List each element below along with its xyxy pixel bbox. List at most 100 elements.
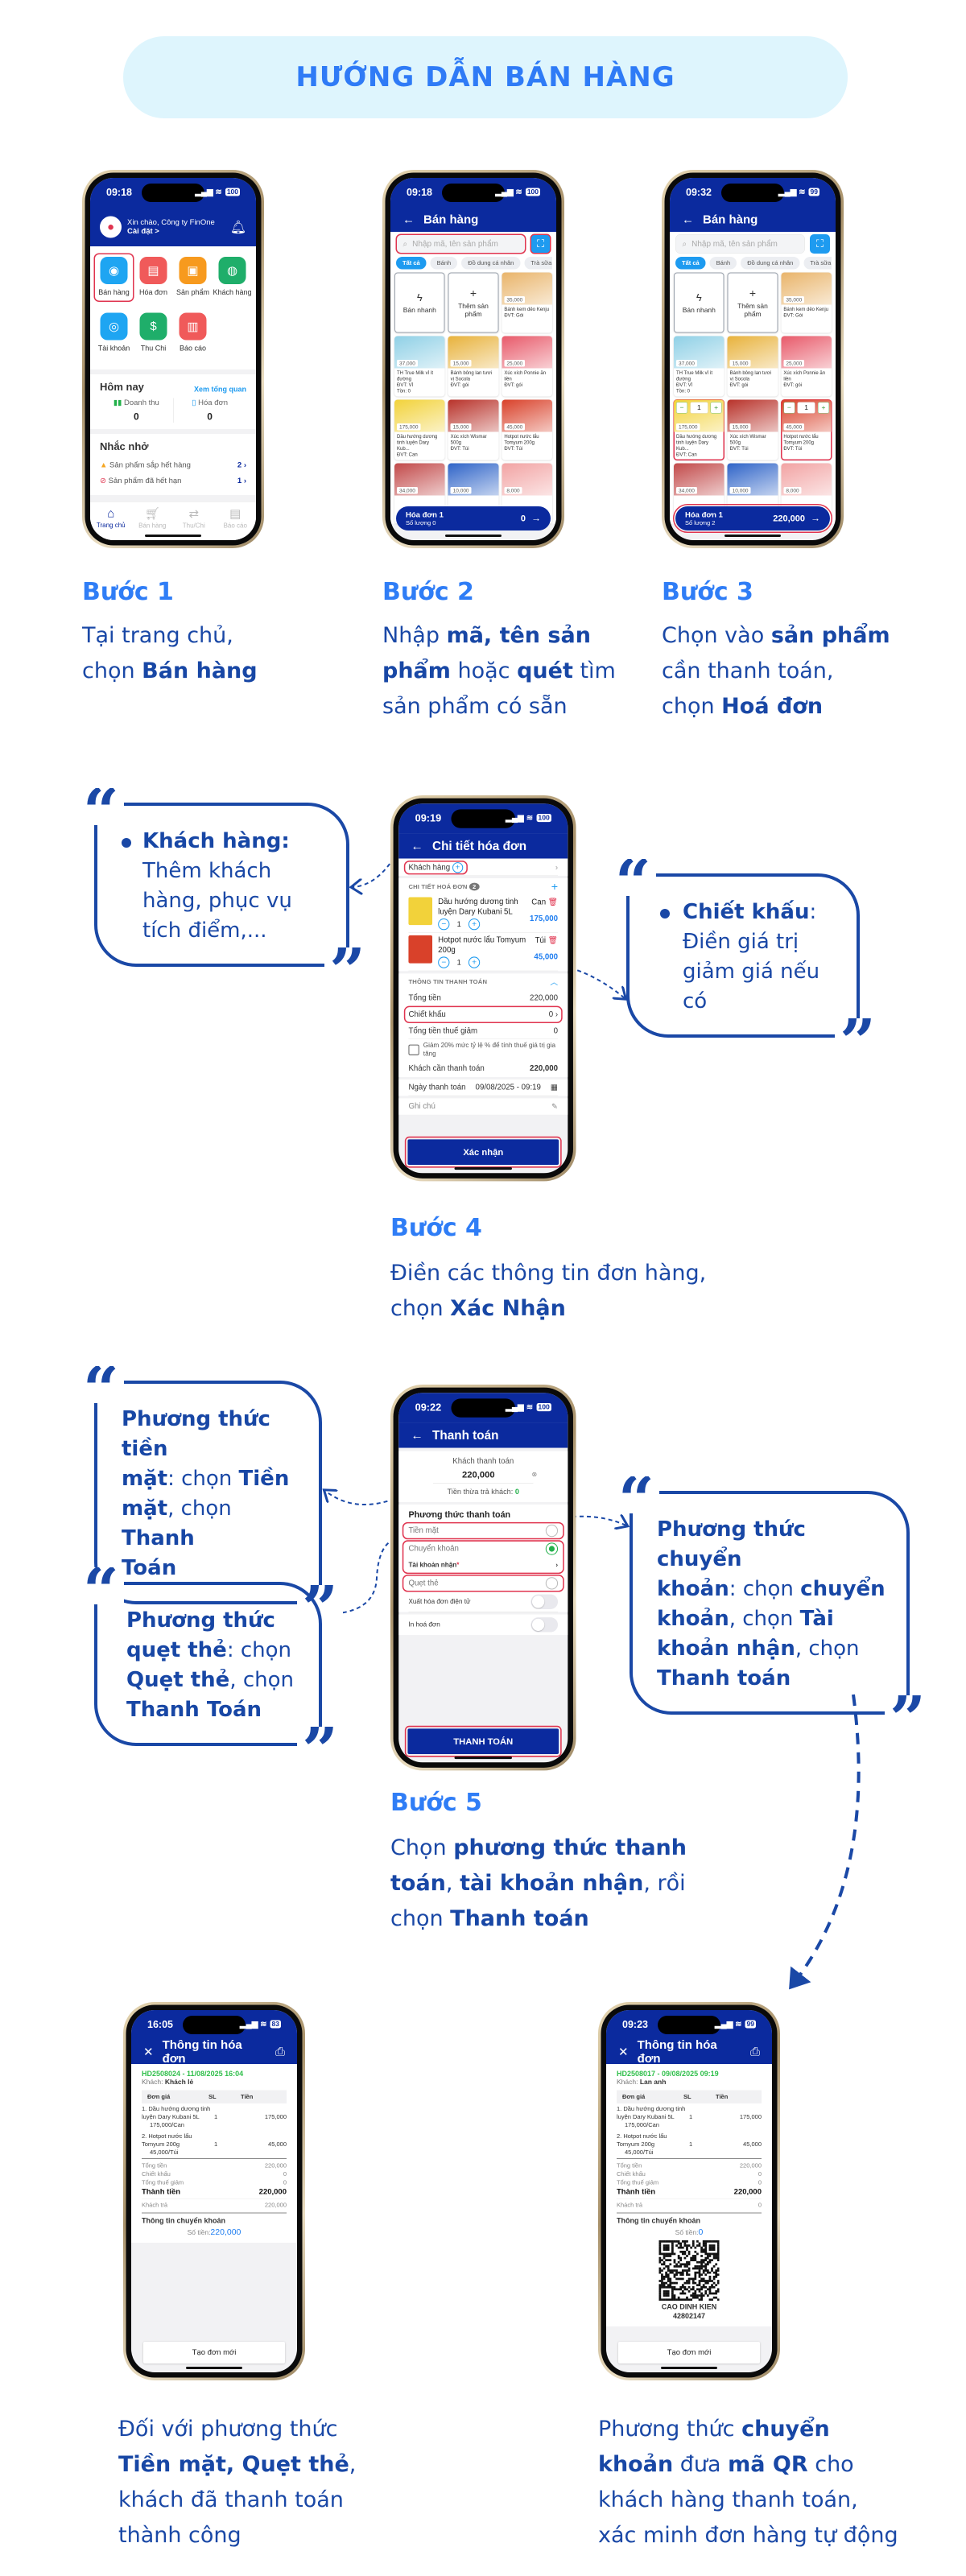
new-order-button[interactable]: Tạo đơn mới [618,2342,760,2363]
menu-item-0[interactable]: ◉Bán hàng [93,253,134,302]
new-order-button[interactable]: Tạo đơn mới [143,2342,285,2363]
menu-item-1[interactable]: ▤Hóa đơn [134,254,173,302]
back-arrow-icon[interactable]: ← [411,839,423,853]
back-arrow-icon[interactable]: ← [402,213,415,227]
minus-button[interactable]: − [676,402,687,414]
add-product-tile[interactable]: +Thêm sản phẩm [448,272,499,333]
radio-card[interactable] [545,1576,559,1590]
close-icon[interactable]: ✕ [618,2045,629,2059]
printer-icon[interactable]: ⎙ [275,2045,285,2059]
add-item-icon[interactable]: + [551,880,559,893]
scan-barcode-button[interactable]: ⛶ [530,233,551,254]
einvoice-toggle[interactable] [530,1594,559,1609]
quantity-stepper[interactable]: −1+ [438,956,528,968]
category-chip[interactable]: Tất cả [396,257,427,270]
menu-item-5[interactable]: $Thu Chi [134,310,173,358]
quantity-stepper[interactable]: −1+ [783,402,829,414]
category-chip[interactable]: Đồ dung cá nhân [461,257,521,270]
method-transfer[interactable]: Chuyển khoản Tài khoản nhận*› [402,1540,564,1575]
category-chip[interactable]: Bánh [709,257,737,270]
search-input[interactable]: ⌕Nhập mã, tên sản phẩm [675,234,805,254]
plus-button[interactable]: + [468,956,481,968]
tab-home[interactable]: ⌂Trang chủ [96,506,126,530]
lightning-icon: ϟ [416,291,423,303]
close-icon[interactable]: ✕ [143,2045,154,2059]
customer-row[interactable]: Khách hàng +› [403,860,559,876]
paid-input[interactable]: 220,000⊗ [433,1469,537,1484]
radio-cash[interactable] [545,1524,559,1537]
minus-button[interactable]: − [783,402,795,414]
add-product-tile[interactable]: +Thêm sản phẩm [727,272,778,333]
method-card[interactable]: Quẹt thẻ [402,1575,564,1592]
category-chip[interactable]: Tất cả [675,257,706,270]
trash-icon[interactable]: 🗑︎ [547,935,559,945]
settings-link[interactable]: Cài đặt > [127,227,159,236]
category-chip[interactable]: Trà sữa [524,257,552,270]
text-line: Phương thức [126,1606,299,1636]
trash-icon[interactable]: 🗑︎ [547,898,559,907]
text: : chọn [729,1577,801,1601]
add-customer-icon[interactable]: + [452,861,464,873]
menu-item-3[interactable]: ◍Khách hàng [213,254,252,302]
minus-button[interactable]: − [438,919,450,931]
category-chip[interactable]: Bánh [430,257,458,270]
category-chip[interactable]: Đồ dung cá nhân [741,257,800,270]
menu-item-4[interactable]: ◎Tài khoản [94,310,134,358]
overview-link[interactable]: Xem tổng quan [194,385,246,394]
pay-button[interactable]: THANH TOÁN [404,1725,562,1757]
tab-reports[interactable]: ▤Báo cáo [223,507,247,530]
product-card[interactable]: 175,000 Dầu hướng dương tinh luyện Dary … [394,399,445,460]
receiving-account-field[interactable]: Tài khoản nhận*› [408,1557,559,1574]
plus-button[interactable]: + [468,919,481,931]
bell-icon[interactable]: 🔔︎ [229,220,246,234]
print-toggle[interactable] [530,1617,559,1633]
item-name: Dầu hướng dương tinh luyện Dary Kubani 5… [438,897,518,916]
minus-button[interactable]: − [438,956,450,968]
vat-checkbox[interactable] [408,1044,419,1055]
product-card[interactable]: −1+ 175,000 Dầu hướng dương tinh luyện D… [673,399,725,460]
scan-barcode-button[interactable]: ⛶ [810,234,830,254]
product-price: 37,000 [397,360,418,367]
plus-button[interactable]: + [818,402,829,414]
collapse-icon[interactable]: ︿ [550,978,559,987]
category-chip[interactable]: Trà sữa [803,257,832,270]
back-arrow-icon[interactable]: ← [682,213,694,227]
avatar[interactable]: ● [100,216,122,238]
search-input[interactable]: ⌕Nhập mã, tên sản phẩm [395,233,526,254]
confirm-button[interactable]: Xác nhận [404,1136,562,1168]
quantity-stepper[interactable]: −1+ [676,402,722,414]
menu-item-2[interactable]: ▣Sản phẩm [173,254,213,302]
quantity-stepper[interactable]: −1+ [438,919,524,931]
menu-item-6[interactable]: ▥Báo cáo [173,310,213,358]
tab-sell[interactable]: 🛒︎Bán hàng [138,507,167,530]
plus-button[interactable]: + [710,402,722,414]
printer-icon[interactable]: ⎙ [750,2045,760,2059]
text: thành công [118,2523,242,2548]
method-cash[interactable]: Tiền mặt [402,1521,564,1540]
note-field[interactable]: Ghi chú✎ [408,1098,558,1114]
clear-icon[interactable]: ⊗ [531,1471,538,1479]
radio-transfer[interactable] [545,1542,559,1555]
back-arrow-icon[interactable]: ← [411,1428,423,1443]
tab-income-expense[interactable]: ⇄Thu/Chi [182,507,205,530]
